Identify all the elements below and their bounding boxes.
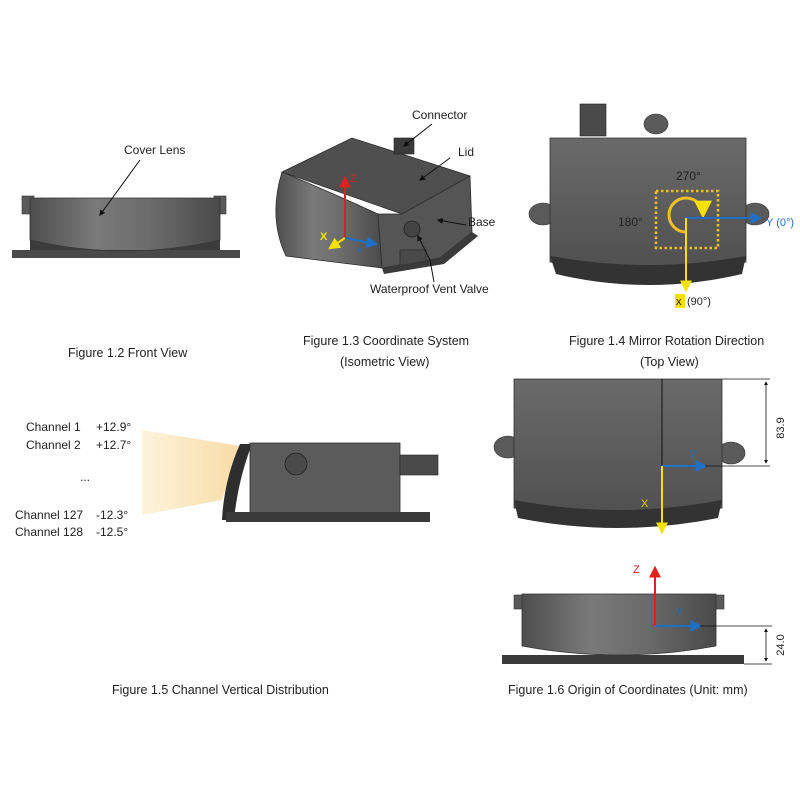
isometric-figure: Z X Y Connector Lid Base Waterproof Vent…: [275, 108, 496, 369]
vent-label: Waterproof Vent Valve: [370, 282, 489, 296]
origin-side-body: [521, 593, 717, 656]
side-view-connector: [399, 454, 439, 476]
channel-2-name: Channel 2: [26, 438, 81, 452]
top-view-axis-x-label: x: [676, 296, 682, 308]
origin-top-axis-y-label: Y: [689, 449, 697, 461]
top-view-figure: 270° 180° Y (0°) x (90°) Figure 1.4 Mirr…: [528, 103, 794, 369]
origin-figure: Y X 83.9 Z Y 24.0 Figure 1.6 Origin of C…: [493, 378, 787, 697]
channel-1-angle: +12.9°: [96, 420, 131, 434]
vent-leader: [417, 234, 435, 283]
channel-128-name: Channel 128: [15, 525, 83, 539]
dim-top-label: 83.9: [775, 417, 787, 438]
lid-label: Lid: [458, 145, 474, 159]
top-view-axis-x-angle: (90°): [687, 296, 711, 308]
top-view-rear-tab: [643, 113, 669, 135]
cover-lens-leader: [99, 159, 141, 216]
iso-base-plate: [382, 232, 478, 274]
connector-leader: [403, 123, 433, 147]
base-leader: [436, 217, 467, 226]
isometric-caption-line2: (Isometric View): [340, 355, 429, 369]
iso-axis-y: [344, 236, 379, 249]
front-view-caption: Figure 1.2 Front View: [68, 346, 188, 360]
channel-1-name: Channel 1: [26, 420, 81, 434]
channel-127-angle: -12.3°: [96, 508, 128, 522]
iso-axis-y-label: Y: [356, 246, 364, 258]
iso-axis-x-label: X: [320, 231, 328, 243]
channel-ellipsis: ...: [80, 470, 90, 484]
front-view-lens-bottom: [30, 240, 220, 251]
origin-top-axis-x-label: X: [641, 498, 649, 510]
top-view-connector: [579, 103, 607, 137]
iso-axis-x: [328, 237, 346, 250]
rotation-arrow: [667, 196, 712, 234]
laser-beam: [142, 430, 240, 515]
origin-top-lens: [514, 500, 722, 528]
x-highlight: [675, 294, 685, 308]
lid-leader: [419, 157, 451, 181]
angle-180-label: 180°: [618, 215, 643, 229]
connector-label: Connector: [412, 108, 467, 122]
top-view-lens: [550, 256, 746, 285]
iso-vent-valve: [403, 220, 421, 238]
side-view-base: [226, 512, 430, 522]
channel-figure: Channel 1 +12.9° Channel 2 +12.7° ... Ch…: [15, 420, 439, 697]
base-label: Base: [468, 215, 496, 229]
mirror-caption-line1: Figure 1.4 Mirror Rotation Direction: [569, 334, 764, 348]
iso-axis-z-label: Z: [350, 173, 357, 185]
channel-128-angle: -12.5°: [96, 525, 128, 539]
isometric-caption-line1: Figure 1.3 Coordinate System: [303, 334, 469, 348]
mirror-caption-line2: (Top View): [640, 355, 699, 369]
dim-side-label: 24.0: [775, 634, 787, 655]
top-view-body: [549, 137, 747, 271]
front-view-body: [29, 197, 221, 252]
side-view-body: [249, 442, 401, 516]
front-view-base-plate: [12, 250, 240, 258]
channel-2-angle: +12.7°: [96, 438, 131, 452]
cover-lens-label: Cover Lens: [124, 143, 185, 157]
side-view-vent: [284, 452, 308, 476]
origin-side-axis-y-label: Y: [676, 607, 684, 619]
angle-270-label: 270°: [676, 169, 701, 183]
channel-caption: Figure 1.5 Channel Vertical Distribution: [112, 683, 329, 697]
origin-side-base: [502, 655, 744, 664]
origin-side-axis-z-label: Z: [633, 564, 640, 576]
top-view-axis-y-label: Y (0°): [766, 217, 794, 229]
side-view-lens: [222, 444, 252, 520]
origin-caption: Figure 1.6 Origin of Coordinates (Unit: …: [508, 683, 748, 697]
front-view-figure: Cover Lens Figure 1.2 Front View: [12, 143, 240, 360]
channel-127-name: Channel 127: [15, 508, 83, 522]
